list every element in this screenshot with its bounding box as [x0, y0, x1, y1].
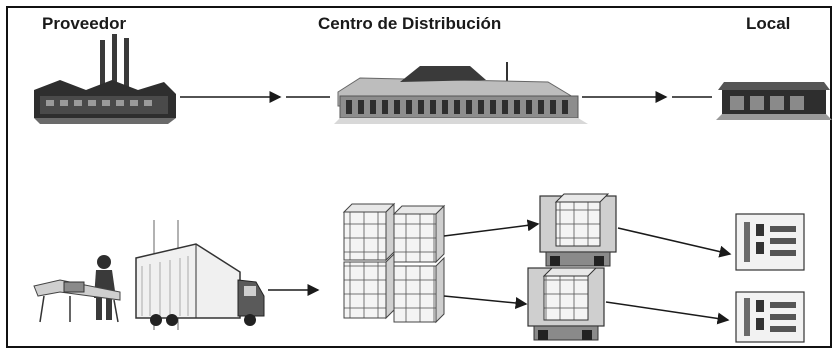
arrow-truck-to-store-bottom — [605, 301, 730, 325]
header-local: Local — [746, 14, 791, 33]
distribution-center-building-icon — [334, 62, 588, 124]
store-floor-plan-icon — [735, 291, 805, 343]
arrow-pallets-to-truck-top — [443, 219, 540, 237]
factory-icon — [34, 34, 176, 124]
pallet-stacks-icon — [342, 202, 446, 324]
worker-loading-icon — [33, 255, 121, 323]
arrow-pallets-to-truck-bottom — [443, 295, 528, 309]
header-centro-distribucion: Centro de Distribución — [318, 14, 502, 33]
store-floor-plan-icon — [735, 213, 805, 271]
header-proveedor: Proveedor — [42, 14, 127, 33]
delivery-truck-top-view-icon — [539, 193, 617, 267]
truck-icon — [135, 220, 265, 330]
store-building-icon — [716, 82, 832, 120]
delivery-truck-top-view-icon — [527, 267, 605, 341]
arrow-truck-to-store-top — [617, 227, 732, 258]
